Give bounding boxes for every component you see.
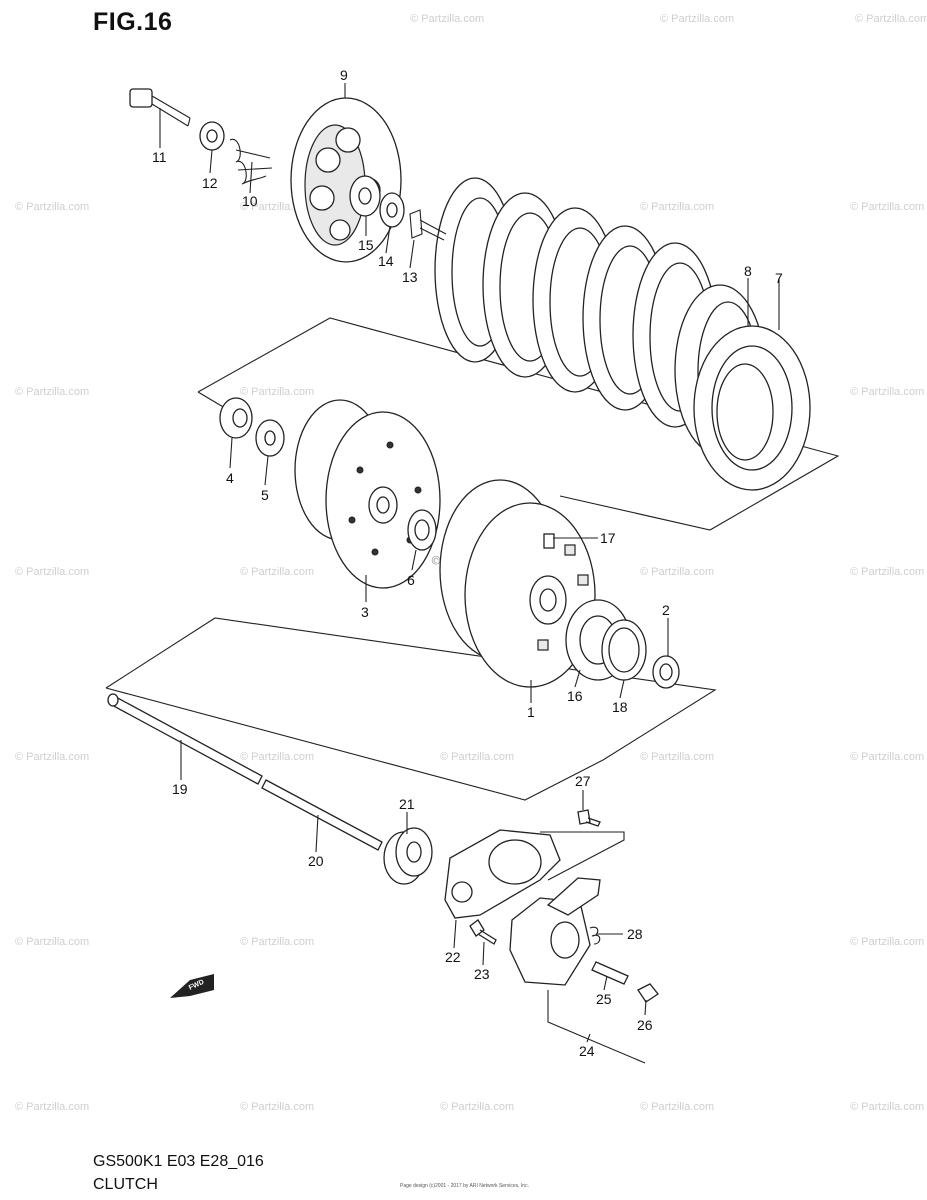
watermark: © Partzilla.com [240,936,314,948]
callout-4: 4 [226,470,234,486]
watermark: © Partzilla.com [15,201,89,213]
callout-14: 14 [378,253,394,269]
section-name: CLUTCH [93,1176,158,1193]
watermark: © Partzilla.com [240,386,314,398]
thrust-washer [407,509,437,551]
watermark: © Partzilla.com [240,1101,314,1113]
nut-lockwasher [219,397,285,457]
model-code: GS500K1 E03 E28_016 [93,1153,264,1170]
callout-21: 21 [399,796,415,812]
callout-27: 27 [575,773,591,789]
watermark: © Partzilla.com [440,751,514,763]
small-fasteners [469,809,659,1003]
callout-26: 26 [637,1017,653,1033]
fwd-arrow-icon [170,974,214,998]
watermark: © Partzilla.com [240,751,314,763]
watermark: © Partzilla.com [15,386,89,398]
callout-22: 22 [445,949,461,965]
copyright-credit: Page design (c)2001 - 2017 by ARI Networ… [400,1183,529,1189]
clutch-hub [294,399,441,589]
gasket [444,829,561,919]
watermark: © Partzilla.com [640,566,714,578]
callout-7: 7 [775,270,783,286]
callout-3: 3 [361,604,369,620]
release-cam-assembly [509,877,601,986]
callout-18: 18 [612,699,628,715]
pressure-plate [290,97,402,263]
watermark: © Partzilla.com [855,13,927,25]
watermark: © Partzilla.com [15,936,89,948]
assembly-brackets [105,317,840,1064]
watermark: © Partzilla.com [410,13,484,25]
watermark: © Partzilla.com [850,566,924,578]
callout-15: 15 [358,237,374,253]
watermark: © Partzilla.com [850,1101,924,1113]
callout-11: 11 [152,149,167,165]
callout-2: 2 [662,602,670,618]
watermark: © Partzilla.com [640,751,714,763]
callout-9: 9 [340,67,348,83]
fig-title: FIG.16 [93,8,173,36]
watermark: © Partzilla.com [660,13,734,25]
callout-8: 8 [744,263,752,279]
watermark: © Partzilla.com [15,566,89,578]
fwd-direction-marker: FWD [170,974,214,998]
callout-24: 24 [579,1043,595,1059]
callout-16: 16 [567,688,583,704]
callout-12: 12 [202,175,218,191]
callout-10: 10 [242,193,258,209]
clutch-housing [439,479,596,688]
leader-lines [159,83,780,1043]
bearing-pushrod [349,175,447,241]
spacer-ring-washer [565,599,680,689]
callout-28: 28 [627,926,643,942]
oil-seal [383,827,433,885]
callout-23: 23 [474,966,490,982]
callout-17: 17 [600,530,616,546]
watermark: © Partzilla.com [640,201,714,213]
watermark: © Partzilla.com [850,386,924,398]
watermark: © Partzilla.com [640,1101,714,1113]
callout-13: 13 [402,269,418,285]
callout-6: 6 [407,572,415,588]
watermark: © Partzilla.com [15,751,89,763]
callout-1: 1 [527,704,535,720]
callout-20: 20 [308,853,324,869]
callout-25: 25 [596,991,612,1007]
callout-numbers: 1 2 3 4 5 6 7 8 9 10 11 12 13 14 15 16 1… [152,67,783,1059]
push-rods [107,693,383,851]
watermark: © Partzilla.com [850,201,924,213]
watermark: © Partzilla.com [850,936,924,948]
watermark: © Partzilla.com [15,1101,89,1113]
clutch-plate-stack [434,177,811,491]
callout-19: 19 [172,781,188,797]
watermark: © Partzilla.com [850,751,924,763]
watermark: © Partzilla.com [240,566,314,578]
watermark: © Partzilla.com [440,1101,514,1113]
callout-5: 5 [261,487,269,503]
bolt-washer-spring [129,88,273,185]
